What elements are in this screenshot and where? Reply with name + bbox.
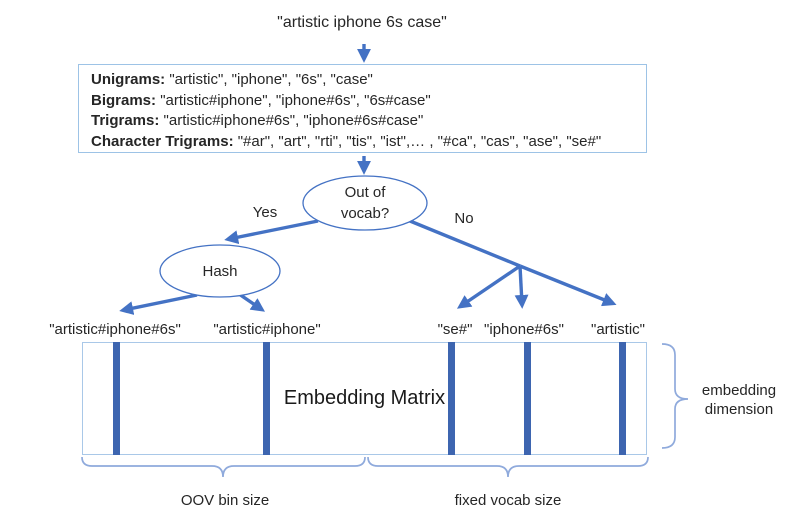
oov-bin-size-label: OOV bin size (180, 492, 270, 509)
decision-node-text: Out of vocab? (341, 182, 389, 224)
arrow-no-to-vocab-token-2 (514, 265, 529, 309)
matrix-column-bar (619, 342, 626, 455)
matrix-column-bar (113, 342, 120, 455)
yes-branch-label: Yes (252, 204, 278, 221)
line-no-branch (409, 219, 521, 268)
arrow-no-to-vocab-token-1 (456, 264, 521, 309)
embedding-dimension-line1: embedding (701, 382, 777, 399)
arrow-hash-to-oov-token-1 (119, 293, 198, 316)
trigrams-values: "artistic#iphone#6s", "iphone#6s#case" (159, 112, 424, 129)
char-trigrams-values: "#ar", "art", "rti", "tis", "ist",… , "#… (233, 132, 602, 150)
unigrams-values: "artistic", "iphone", "6s", "case" (165, 71, 373, 88)
matrix-column-bar (263, 342, 270, 455)
arrow-hash-to-oov-token-2 (238, 292, 266, 312)
arrow-yes-to-hash (224, 219, 319, 245)
decision-ellipse (302, 175, 428, 231)
fixed-vocab-size-label: fixed vocab size (454, 492, 562, 509)
char-trigrams-label: Character Trigrams: (91, 132, 234, 150)
brace-embedding-dimension (661, 343, 689, 449)
ngram-box: Unigrams: "artistic", "iphone", "6s", "c… (78, 64, 647, 153)
embedding-matrix: Embedding Matrix (82, 342, 647, 455)
trigrams-label: Trigrams: (91, 112, 160, 129)
char-trigrams-line: Character Trigrams: "#ar", "art", "rti",… (91, 132, 646, 153)
vocab-token-label-3: "artistic" (591, 321, 645, 338)
decision-line1: Out of (344, 184, 386, 201)
oov-token-label-1: "artistic#iphone#6s" (49, 321, 181, 338)
bigrams-values: "artistic#iphone", "iphone#6s", "6s#case… (156, 91, 431, 109)
matrix-column-bar (448, 342, 455, 455)
hash-ellipse (159, 244, 281, 298)
trigrams-line: Trigrams: "artistic#iphone#6s", "iphone#… (91, 111, 646, 132)
arrow-no-to-vocab-token-3 (519, 264, 617, 307)
underbrace-fixed-vocab (367, 456, 649, 478)
vocab-token-label-2: "iphone#6s" (484, 321, 564, 338)
unigrams-line: Unigrams: "artistic", "iphone", "6s", "c… (91, 70, 646, 91)
bigrams-line: Bigrams: "artistic#iphone", "iphone#6s",… (91, 91, 646, 112)
embedding-matrix-label: Embedding Matrix (283, 387, 446, 409)
no-branch-label: No (454, 210, 474, 227)
bigrams-label: Bigrams: (91, 91, 157, 109)
vocab-token-label-1: "se#" (437, 321, 473, 338)
underbrace-oov-bin (81, 456, 366, 478)
decision-line2: vocab? (340, 205, 390, 222)
embedding-dimension-label: embedding dimension (702, 381, 776, 419)
matrix-column-bar (524, 342, 531, 455)
oov-token-label-2: "artistic#iphone" (213, 321, 321, 338)
unigrams-label: Unigrams: (91, 71, 166, 88)
hash-node-text: Hash (202, 263, 238, 280)
embedding-dimension-line2: dimension (704, 401, 774, 418)
query-title: "artistic iphone 6s case" (277, 14, 447, 31)
